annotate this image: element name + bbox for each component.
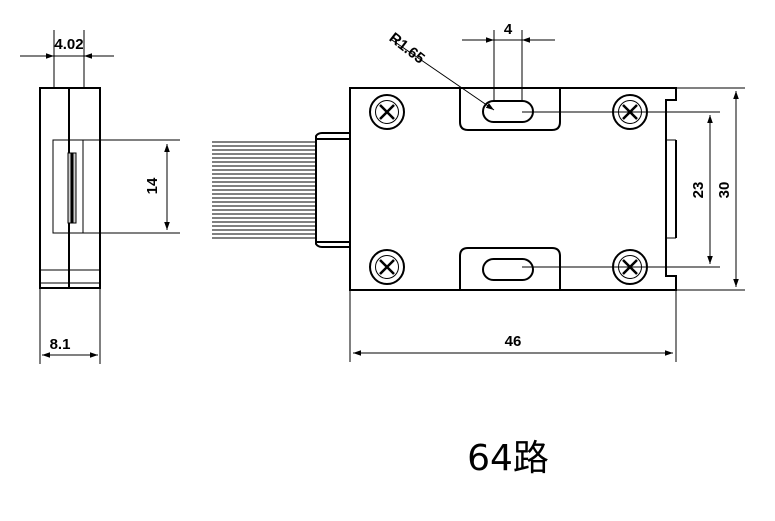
- connector-body: [349, 87, 677, 291]
- side-socket: [52, 139, 84, 234]
- dim-hole-spacing: 23: [690, 182, 707, 199]
- mount-ear-bottom: [459, 247, 561, 290]
- screw-icon: [368, 248, 406, 286]
- mount-slot-bottom: [482, 258, 534, 281]
- dim-slot-width: 4: [504, 21, 513, 38]
- dim-side-height: 14: [144, 177, 161, 194]
- top-view: R1.65 4 23 30 46: [212, 21, 745, 362]
- caption-channels: 64路: [467, 438, 549, 479]
- dim-side-thickness: 4.02: [54, 36, 83, 53]
- dim-body-length: 46: [505, 333, 522, 350]
- dim-side-width: 8.1: [50, 336, 71, 353]
- side-view: 4.02 14 8.1: [20, 30, 180, 364]
- ribbon-cable: [212, 141, 316, 239]
- mount-ear-top: [459, 88, 561, 131]
- dim-radius: R1.65: [386, 29, 428, 67]
- dim-body-height: 30: [716, 182, 733, 199]
- screw-icon: [368, 93, 406, 131]
